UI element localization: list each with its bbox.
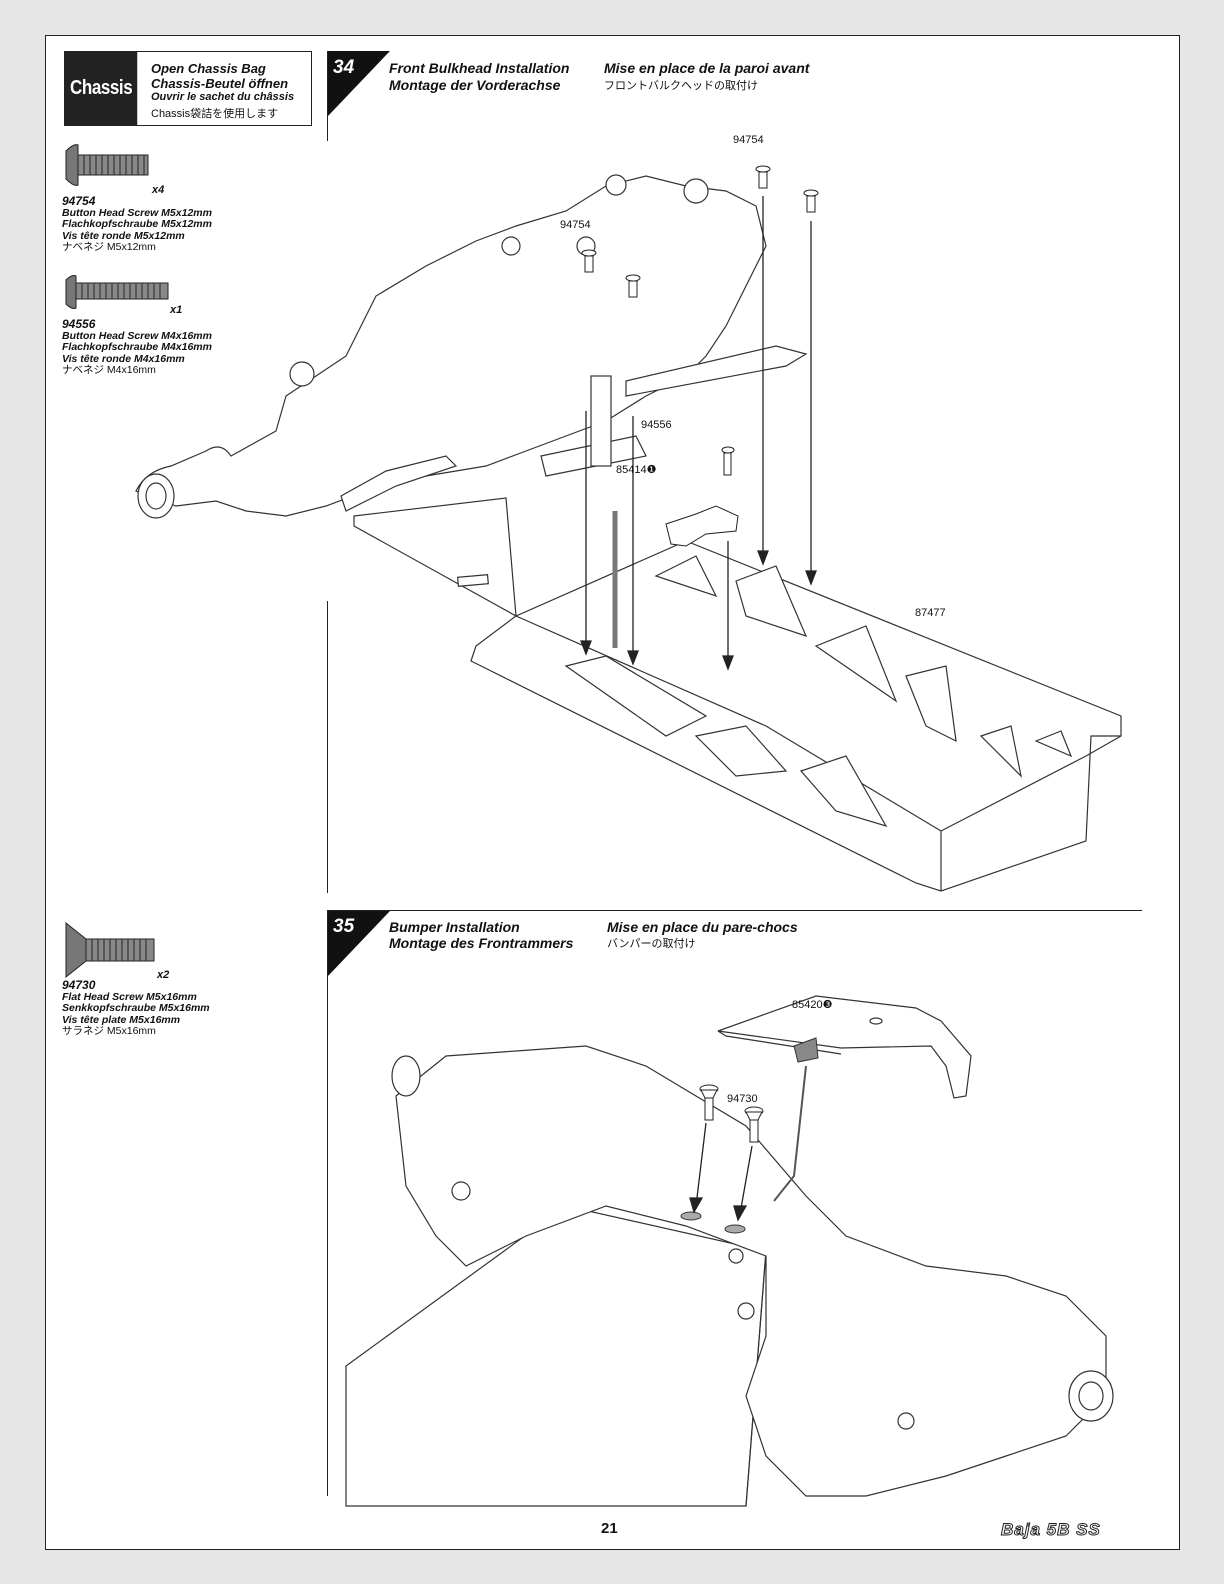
step-35-rule bbox=[327, 910, 1142, 911]
screw-94754-icon bbox=[65, 144, 149, 186]
label-94730: 94730 bbox=[727, 1093, 758, 1105]
divider-bottom bbox=[327, 911, 328, 1496]
part-number: 94754 bbox=[62, 194, 96, 208]
part-name-en: Flat Head Screw M5x16mm bbox=[62, 990, 197, 1003]
bag-text-en: Open Chassis Bag bbox=[151, 61, 266, 76]
part-name-fr: Vis tête plate M5x16mm bbox=[62, 1013, 181, 1026]
page-number: 21 bbox=[601, 1520, 618, 1537]
manual-page: Chassis Open Chassis Bag Chassis-Beutel … bbox=[45, 35, 1180, 1550]
part-94754-info: 94754 Button Head Screw M5x12mm Flachkop… bbox=[62, 194, 212, 254]
step-35-title-jp: バンパーの取付け bbox=[607, 938, 696, 950]
divider-top bbox=[327, 51, 328, 141]
label-94556: 94556 bbox=[641, 419, 672, 431]
step-34-badge bbox=[328, 51, 390, 116]
label-85414: 85414❶ bbox=[616, 464, 657, 476]
step-34-number: 34 bbox=[333, 57, 355, 78]
qty-94556: x1 bbox=[170, 304, 183, 316]
part-number: 94730 bbox=[62, 978, 96, 992]
screw-94730-icon bbox=[65, 921, 155, 979]
label-94754-b: 94754 bbox=[560, 219, 591, 231]
part-name-en: Button Head Screw M5x12mm bbox=[62, 206, 212, 219]
step-35-title-fr: Mise en place du pare-chocs bbox=[607, 919, 798, 935]
chassis-bag-header: Chassis Open Chassis Bag Chassis-Beutel … bbox=[64, 51, 312, 126]
step-35-title-de: Montage des Frontrammers bbox=[389, 935, 574, 951]
part-name-fr: Vis tête ronde M5x12mm bbox=[62, 229, 185, 242]
baja-logo: Baja 5B SS bbox=[1001, 1520, 1101, 1540]
part-94556-info: 94556 Button Head Screw M4x16mm Flachkop… bbox=[62, 317, 212, 377]
step-35-badge bbox=[328, 911, 390, 976]
step-34-title-jp: フロントバルクヘッドの取付け bbox=[604, 80, 758, 92]
step-35-illustration bbox=[345, 995, 1114, 1507]
qty-94730: x2 bbox=[157, 969, 170, 981]
step-35-title-en: Bumper Installation bbox=[389, 919, 520, 935]
qty-94754: x4 bbox=[152, 184, 165, 196]
step-34-title-de: Montage der Vorderachse bbox=[389, 77, 561, 93]
bag-text-de: Chassis-Beutel öffnen bbox=[151, 76, 289, 91]
bag-text-fr: Ouvrir le sachet du châssis bbox=[151, 91, 295, 103]
screw-94556-icon bbox=[65, 275, 169, 309]
part-name-en: Button Head Screw M4x16mm bbox=[62, 329, 212, 342]
bag-text-jp: Chassis袋詰を使用します bbox=[151, 108, 279, 120]
divider-mid bbox=[327, 601, 328, 893]
part-name-jp: ナベネジ M4x16mm bbox=[62, 364, 156, 376]
label-87477: 87477 bbox=[915, 607, 946, 619]
part-name-de: Flachkopfschraube M4x16mm bbox=[62, 341, 212, 353]
part-94730-info: 94730 Flat Head Screw M5x16mm Senkkopfsc… bbox=[62, 978, 210, 1038]
part-name-jp: ナベネジ M5x12mm bbox=[62, 241, 156, 253]
label-94754-a: 94754 bbox=[733, 134, 764, 146]
part-name-de: Senkkopfschraube M5x16mm bbox=[62, 1002, 210, 1014]
step-34-title-en: Front Bulkhead Installation bbox=[389, 60, 570, 76]
chassis-tab: Chassis bbox=[65, 52, 138, 125]
part-name-jp: サラネジ M5x16mm bbox=[62, 1025, 156, 1037]
step-35-number: 35 bbox=[333, 916, 355, 937]
step-34-illustration bbox=[135, 165, 1122, 892]
part-name-fr: Vis tête ronde M4x16mm bbox=[62, 352, 185, 365]
part-name-de: Flachkopfschraube M5x12mm bbox=[62, 218, 212, 230]
part-number: 94556 bbox=[62, 317, 96, 331]
step-34-title-fr: Mise en place de la paroi avant bbox=[604, 60, 810, 76]
label-85420: 85420❸ bbox=[792, 999, 833, 1011]
